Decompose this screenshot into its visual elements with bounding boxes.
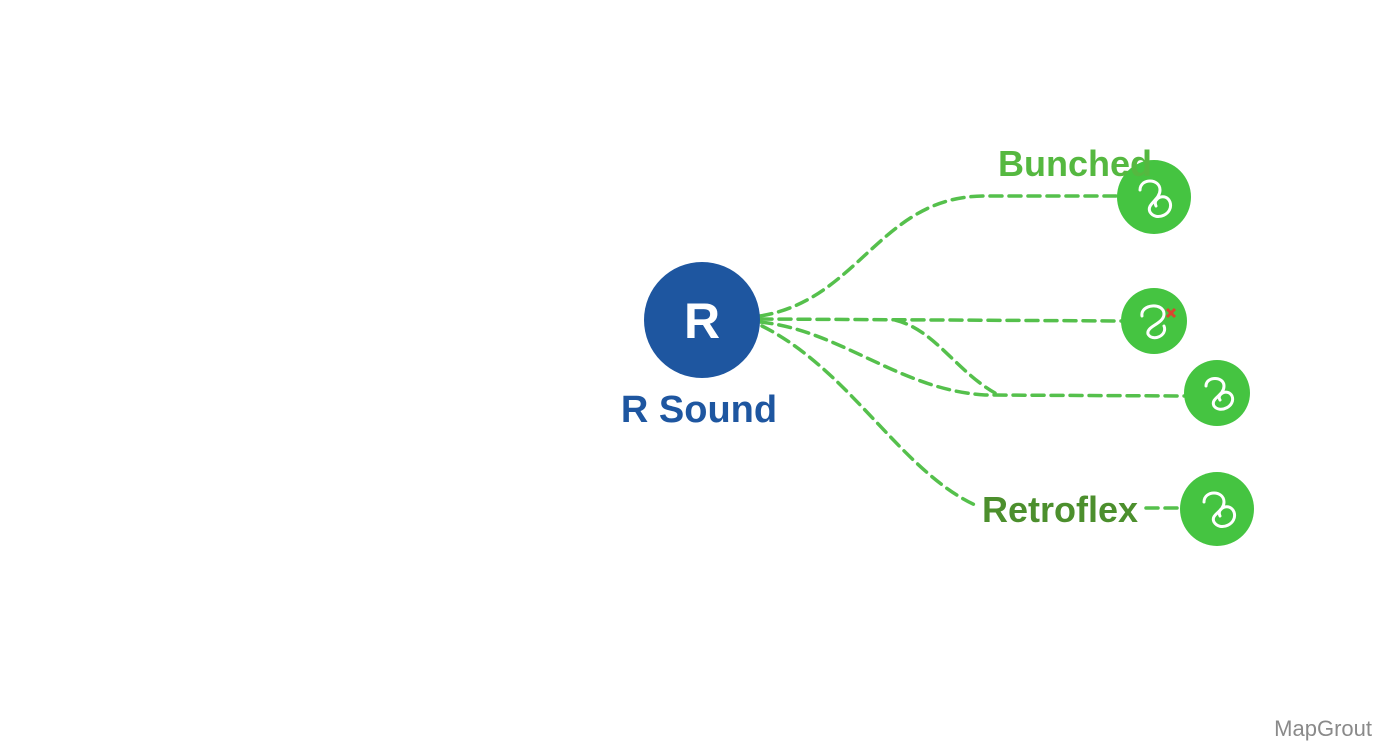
connector-bunched bbox=[758, 194, 1120, 318]
leaf-node-2 bbox=[1121, 288, 1187, 354]
connector-branch-3-a bbox=[758, 320, 1188, 398]
connectors bbox=[758, 194, 1188, 510]
leaf-circle bbox=[1121, 288, 1187, 354]
leaf-node-3 bbox=[1184, 360, 1250, 426]
center-node: R R Sound bbox=[621, 262, 777, 431]
leaf-label-retroflex: Retroflex bbox=[982, 489, 1138, 530]
tongue-shape-icon bbox=[1138, 179, 1173, 218]
accent-mark-icon bbox=[1165, 307, 1177, 319]
watermark: MapGrout bbox=[1274, 716, 1372, 741]
leaf-circle bbox=[1184, 360, 1250, 426]
leaf-node-bunched: Bunched bbox=[998, 143, 1191, 234]
leaf-node-retroflex: Retroflex bbox=[982, 472, 1254, 546]
center-label: R Sound bbox=[621, 389, 777, 431]
connector-retroflex bbox=[760, 324, 977, 507]
connector-branch-3-b bbox=[893, 318, 997, 395]
leaf-label-bunched: Bunched bbox=[998, 143, 1152, 184]
tongue-shape-icon bbox=[1202, 491, 1237, 528]
connector-branch-2 bbox=[758, 317, 1126, 323]
tongue-shape-icon bbox=[1204, 377, 1235, 411]
leaf-circle bbox=[1117, 160, 1191, 234]
center-letter: R bbox=[684, 293, 720, 349]
center-circle bbox=[644, 262, 760, 378]
tongue-shape-icon bbox=[1140, 304, 1167, 340]
leaf-circle bbox=[1180, 472, 1254, 546]
